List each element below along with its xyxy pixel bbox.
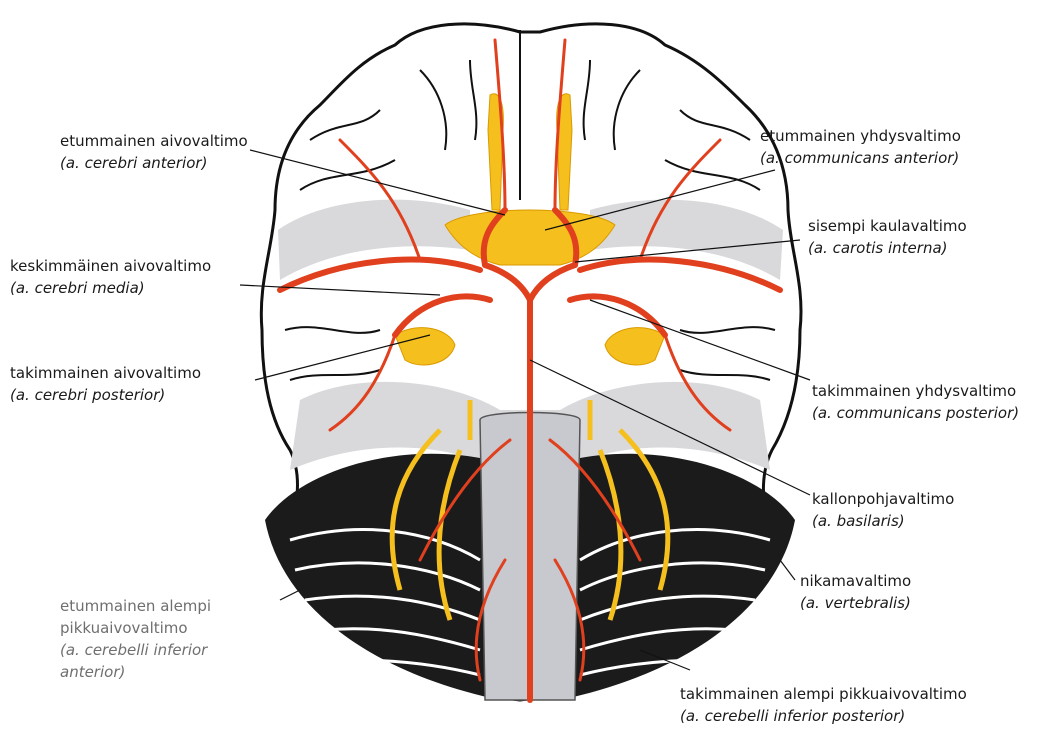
label-pica: takimmainen alempi pikkuaivovaltimo (a. … xyxy=(680,683,967,727)
label-pcom: takimmainen yhdysvaltimo (a. communicans… xyxy=(812,380,1019,424)
label-ica: sisempi kaulavaltimo (a. carotis interna… xyxy=(808,215,967,259)
label-mca: keskimmäinen aivovaltimo (a. cerebri med… xyxy=(10,255,211,299)
label-vertebral: nikamavaltimo (a. vertebralis) xyxy=(800,570,911,614)
label-basilar: kallonpohjavaltimo (a. basilaris) xyxy=(812,488,954,532)
label-pca: takimmainen aivovaltimo (a. cerebri post… xyxy=(10,362,201,406)
label-aica: etummainen alempi pikkuaivovaltimo (a. c… xyxy=(60,595,211,683)
label-acom: etummainen yhdysvaltimo (a. communicans … xyxy=(760,125,961,169)
label-aca: etummainen aivovaltimo (a. cerebri anter… xyxy=(60,130,248,174)
